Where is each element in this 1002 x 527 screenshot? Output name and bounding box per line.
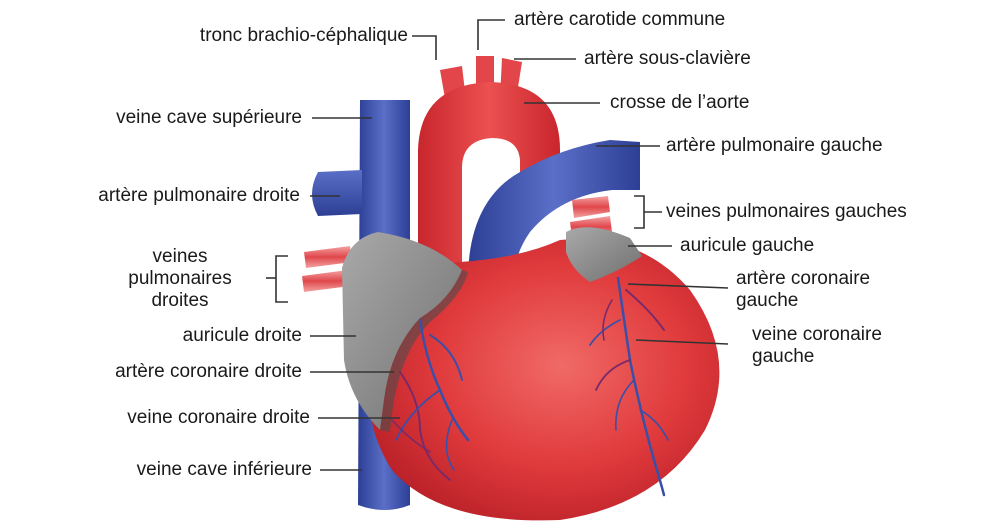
label-auricule-droite: auricule droite: [10, 325, 302, 347]
label-veines-pulm-droites-line3: droites: [100, 290, 260, 312]
label-art-pulm-gauche: artère pulmonaire gauche: [666, 135, 883, 157]
label-carotide: artère carotide commune: [514, 9, 725, 31]
label-crosse-aorte: crosse de l’aorte: [610, 92, 749, 114]
label-veines-pulm-droites-line1: veines: [100, 246, 260, 268]
label-veine-coro-droite: veine coronaire droite: [0, 407, 310, 429]
label-art-coro-gauche: artère coronaire gauche: [736, 268, 870, 312]
label-veines-pulm-gauches: veines pulmonaires gauches: [666, 201, 907, 223]
label-art-coro-gauche-line1: artère coronaire: [736, 268, 870, 290]
label-veine-coro-gauche-line1: veine coronaire: [752, 324, 882, 346]
label-art-coro-droite: artère coronaire droite: [0, 361, 302, 383]
label-veines-pulm-droites: veines pulmonaires droites: [100, 246, 260, 312]
label-auricule-gauche: auricule gauche: [680, 235, 814, 257]
label-veine-cave-inf: veine cave inférieure: [0, 459, 312, 481]
label-veine-coro-gauche-line2: gauche: [752, 346, 882, 368]
label-sous-claviere: artère sous-clavière: [584, 48, 751, 70]
label-art-coro-gauche-line2: gauche: [736, 290, 870, 312]
label-art-pulm-droite: artère pulmonaire droite: [0, 185, 300, 207]
label-veine-coro-gauche: veine coronaire gauche: [752, 324, 882, 368]
left-pulmonary-vein-1: [572, 196, 610, 218]
label-veines-pulm-droites-line2: pulmonaires: [100, 268, 260, 290]
right-pulmonary-artery: [312, 170, 362, 216]
label-tronc-brachio: tronc brachio-céphalique: [108, 25, 408, 47]
label-veine-cave-sup: veine cave supérieure: [10, 107, 302, 129]
